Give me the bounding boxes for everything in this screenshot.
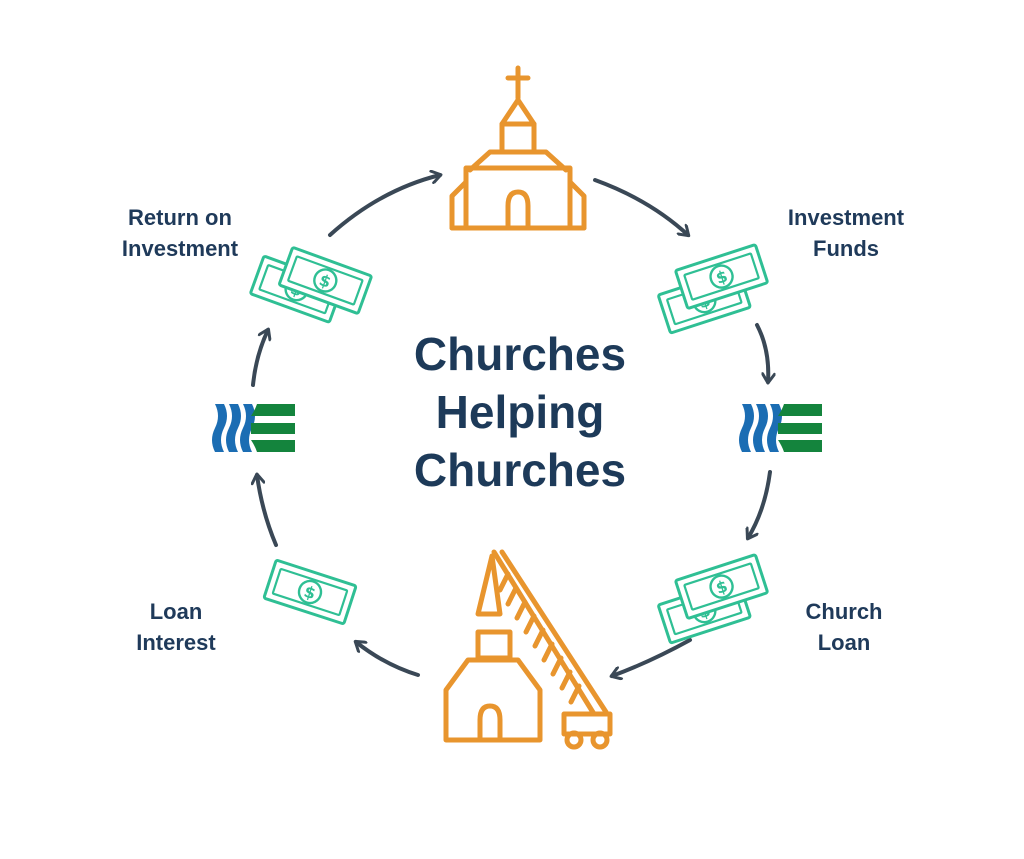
wave-stripes-logo-icon-right — [739, 404, 822, 452]
money-investment-funds — [653, 245, 774, 334]
arrow-bottom-left — [356, 642, 420, 677]
arrow-left-upper — [251, 330, 268, 387]
church-construction-crane-icon — [443, 549, 613, 750]
church-icon — [449, 65, 587, 231]
arrow-right-upper — [755, 323, 768, 382]
money-church-loan — [653, 555, 774, 644]
arrow-top-left — [328, 175, 440, 237]
label-church-loan: Church Loan — [805, 599, 883, 655]
label-investment-funds: Investment Funds — [787, 205, 905, 261]
arrow-right-lower — [748, 470, 772, 538]
arrow-bottom-right — [612, 638, 692, 676]
wave-stripes-logo-icon-left — [212, 404, 295, 452]
arrow-top-right — [593, 178, 688, 235]
label-return-on-investment: Return on Investment — [121, 205, 239, 261]
center-title: Churches Helping Churches — [370, 325, 670, 499]
title-line-3: Churches — [413, 444, 627, 496]
title-line-2: Helping — [435, 386, 605, 438]
title-line-1: Churches — [413, 328, 627, 380]
money-return-on-investment — [250, 239, 371, 330]
arrow-left-lower — [257, 475, 278, 547]
money-loan-interest — [262, 558, 358, 626]
label-loan-interest: Loan Interest — [136, 599, 216, 655]
